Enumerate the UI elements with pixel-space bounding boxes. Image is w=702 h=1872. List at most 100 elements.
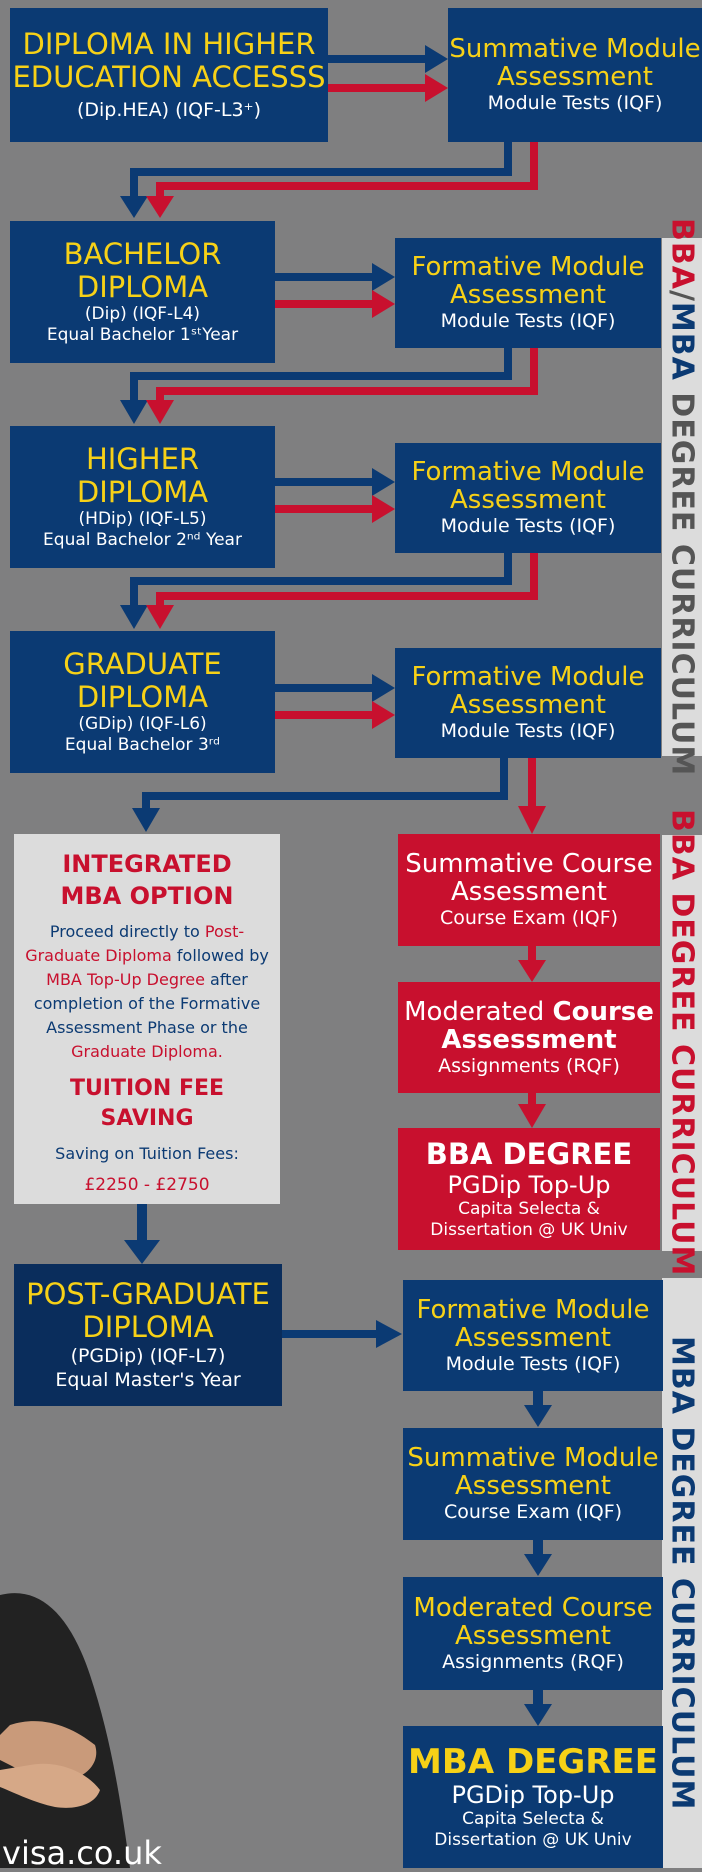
side-mba-part: MBA <box>664 301 700 381</box>
tuition-fee-saving-label: Saving on Tuition Fees: <box>55 1144 239 1163</box>
pgdip-title-2: DIPLOMA <box>82 1310 214 1344</box>
graduate-title-2: DIPLOMA <box>76 680 209 714</box>
bachelor-diploma-box: BACHELOR DIPLOMA (Dip) (IQF-L4) Equal Ba… <box>10 221 275 363</box>
side-label-bba: BBA DEGREE CURRICULUM <box>662 809 702 1277</box>
formative-1-l3: Module Tests (IQF) <box>440 310 616 332</box>
arrow-bachelor-to-formative <box>275 263 395 318</box>
bachelor-equal: Equal Bachelor 1ˢᵗYear <box>46 325 239 345</box>
person-photo <box>0 1593 130 1868</box>
bba-degree-box: BBA DEGREE PGDip Top-Up Capita Selecta &… <box>398 1128 660 1250</box>
moderated-red-l1a: Moderated <box>404 996 553 1027</box>
bachelor-sub: (Dip) (IQF-L4) <box>84 304 201 324</box>
arrow-integrated-to-pgdip <box>124 1204 160 1264</box>
arrow-moderated-to-bba-degree <box>518 1093 546 1128</box>
formative-module-box-1: Formative Module Assessment Module Tests… <box>395 238 661 348</box>
dip-hea-title-2: EDUCATION ACCESSS <box>12 60 326 94</box>
formative-4-l2: Assessment <box>455 1322 611 1353</box>
graduate-equal: Equal Bachelor 3ʳᵈ <box>64 735 221 755</box>
integrated-p1-red: Post-Graduate Diploma <box>25 922 245 965</box>
integrated-mba-option-box: INTEGRATED MBA OPTION Proceed directly t… <box>14 834 280 1204</box>
formative-2-l2: Assessment <box>450 485 606 515</box>
summative-course-l1: Summative Course <box>405 849 653 879</box>
arrow-formative-to-higher <box>120 348 538 424</box>
formative-3-l1: Formative Module <box>411 662 645 692</box>
arrow-pgdip-to-formative <box>282 1320 402 1348</box>
dip-hea-title-1: DIPLOMA IN HIGHER <box>22 27 316 61</box>
graduate-title-1: GRADUATE <box>63 647 222 681</box>
pgdip-sub: (PGDip) (IQF-L7) <box>70 1345 226 1367</box>
higher-title-1: HIGHER <box>85 442 200 476</box>
mba-degree-l4: Dissertation @ UK Univ <box>434 1830 632 1850</box>
arrow-moderated-to-mba-degree <box>524 1690 552 1726</box>
pgdip-title-1: POST-GRADUATE <box>26 1277 270 1311</box>
side-bba-part: BBA <box>664 217 700 290</box>
pgdip-equal: Equal Master's Year <box>55 1369 241 1391</box>
formative-module-box-3: Formative Module Assessment Module Tests… <box>395 648 661 758</box>
post-graduate-diploma-box: POST-GRADUATE DIPLOMA (PGDip) (IQF-L7) E… <box>14 1264 282 1406</box>
arrow-formative-to-summative-course <box>518 758 546 834</box>
summative-module-top-l3: Module Tests (IQF) <box>487 92 663 114</box>
summative-module-mba-l2: Assessment <box>455 1471 611 1501</box>
moderated-red-l1: Moderated Course <box>404 998 654 1026</box>
integrated-description: Proceed directly to Post-Graduate Diplom… <box>22 920 272 1064</box>
arrow-formative-to-integrated <box>132 758 508 832</box>
moderated-navy-l2: Assessment <box>455 1620 611 1651</box>
summative-module-top-box: Summative Module Assessment Module Tests… <box>448 8 702 142</box>
integrated-p3: after completion of the Formative Assess… <box>33 970 261 1037</box>
moderated-course-red-box: Moderated Course Assessment Assignments … <box>398 982 660 1093</box>
graduate-diploma-box: GRADUATE DIPLOMA (GDip) (IQF-L6) Equal B… <box>10 631 275 773</box>
bba-degree-l2: PGDip Top-Up <box>447 1170 611 1199</box>
formative-2-l1: Formative Module <box>411 457 645 487</box>
arrow-dip-to-summative <box>328 45 448 102</box>
arrow-formative-to-graduate <box>120 553 538 629</box>
side-label-mba: MBA DEGREE CURRICULUM <box>662 1278 702 1868</box>
arrow-graduate-to-formative <box>275 674 395 729</box>
moderated-red-l3: Assignments (RQF) <box>438 1054 620 1077</box>
summative-module-top-l2: Assessment <box>497 62 653 92</box>
integrated-p2-red: MBA Top-Up Degree <box>46 970 205 989</box>
summative-course-l2: Assessment <box>451 877 607 907</box>
integrated-p1: Proceed directly to <box>49 922 205 941</box>
tuition-fee-saving-title: TUITION FEE SAVING <box>69 1076 225 1131</box>
arrow-summative-to-moderated-red <box>518 946 546 982</box>
mba-degree-box: MBA DEGREE PGDip Top-Up Capita Selecta &… <box>403 1726 663 1868</box>
formative-3-l2: Assessment <box>450 690 606 720</box>
moderated-navy-l3: Assignments (RQF) <box>442 1650 624 1673</box>
moderated-red-l2: Assessment <box>441 1024 617 1055</box>
higher-sub: (HDip) (IQF-L5) <box>78 509 207 529</box>
formative-4-l3: Module Tests (IQF) <box>445 1352 621 1375</box>
summative-course-box: Summative Course Assessment Course Exam … <box>398 834 660 946</box>
integrated-title-1: INTEGRATED <box>62 850 232 878</box>
dip-hea-box: DIPLOMA IN HIGHER EDUCATION ACCESSS (Dip… <box>10 8 328 142</box>
higher-title-2: DIPLOMA <box>76 475 209 509</box>
bba-degree-title: BBA DEGREE <box>425 1136 633 1171</box>
tuition-fee-saving-amount: £2250 - £2750 <box>84 1175 210 1195</box>
graduate-sub: (GDip) (IQF-L6) <box>78 714 207 734</box>
summative-module-mba-l1: Summative Module <box>407 1443 659 1473</box>
arrow-higher-to-formative <box>275 468 395 523</box>
side-mba-text: MBA DEGREE CURRICULUM <box>664 1335 700 1811</box>
bachelor-title-1: BACHELOR <box>63 237 222 271</box>
summative-module-mba-l3: Course Exam (IQF) <box>443 1501 623 1523</box>
mba-degree-title: MBA DEGREE <box>408 1742 658 1782</box>
formative-3-l3: Module Tests (IQF) <box>440 720 616 742</box>
mba-degree-l3: Capita Selecta & <box>462 1809 604 1829</box>
footer-url[interactable]: visa.co.uk <box>2 1834 162 1872</box>
formative-1-l1: Formative Module <box>411 252 645 282</box>
arrow-summative-to-bachelor <box>120 142 538 218</box>
arrow-summative-to-moderated-navy <box>524 1540 552 1576</box>
formative-module-box-4: Formative Module Assessment Module Tests… <box>403 1280 663 1391</box>
moderated-course-navy-box: Moderated Course Assessment Assignments … <box>403 1577 663 1690</box>
moderated-red-l1b: Course <box>552 996 654 1027</box>
summative-module-mba-box: Summative Module Assessment Course Exam … <box>403 1428 663 1540</box>
integrated-p3-red: Graduate Diploma. <box>71 1042 223 1061</box>
arrow-formative-to-summative-module-mba <box>524 1391 552 1427</box>
integrated-title-2: MBA OPTION <box>60 882 234 910</box>
side-label-bba-mba: BBA/MBA DEGREE CURRICULUM <box>662 218 702 776</box>
formative-2-l3: Module Tests (IQF) <box>440 515 616 537</box>
formative-1-l2: Assessment <box>450 280 606 310</box>
higher-equal: Equal Bachelor 2ⁿᵈ Year <box>43 530 242 550</box>
dip-hea-sub: (Dip.HEA) (IQF-L3⁺) <box>76 99 262 121</box>
integrated-p2: followed by <box>171 946 269 965</box>
